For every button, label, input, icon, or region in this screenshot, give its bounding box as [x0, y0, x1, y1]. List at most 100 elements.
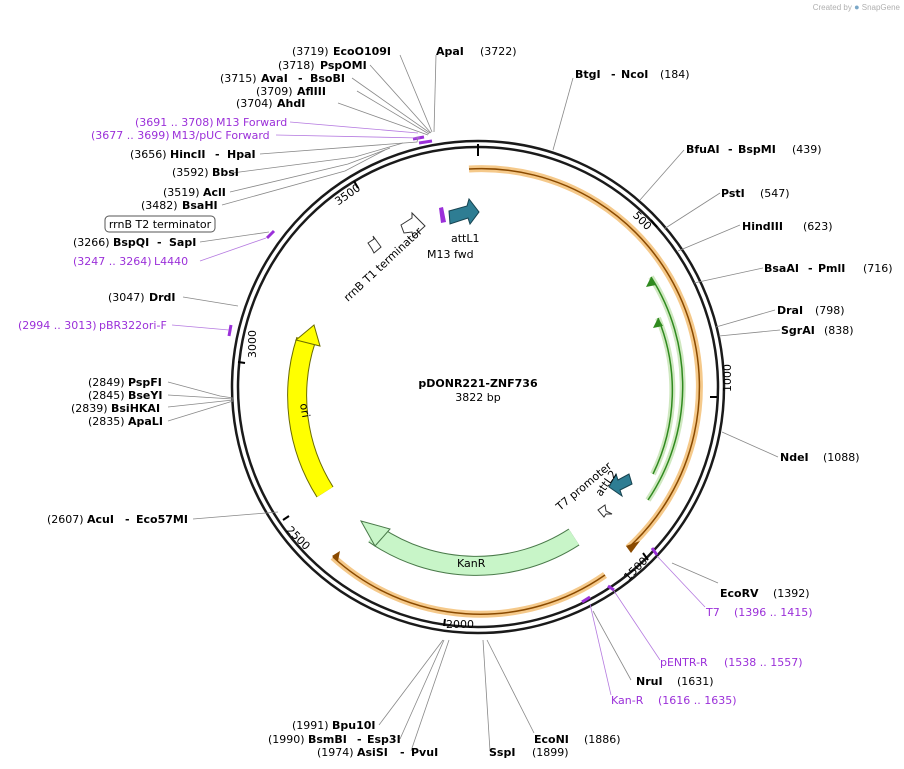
- enzyme-pos-apali: (2835): [88, 415, 125, 428]
- watermark-created-by: Created by: [812, 3, 852, 12]
- t7-promoter-arrow: [597, 504, 613, 518]
- tick-label-2000: 2000: [446, 618, 474, 631]
- enzyme-pos-bsmbi: (1990): [268, 733, 305, 746]
- pentr-r-mark: [607, 584, 615, 592]
- enzyme-bspmi: BspMI: [738, 143, 776, 156]
- enzyme-leader-lines: [167, 54, 781, 752]
- pbr322ori-f-mark: [227, 324, 233, 337]
- enzyme-bspqi: BspQI: [113, 236, 149, 249]
- enzyme-hindiii: HindIII: [742, 220, 783, 233]
- enzyme-pos-drai: (798): [815, 304, 845, 317]
- backbone-outer-ring: [230, 139, 726, 635]
- enzyme-ecoo109i: EcoO109I: [333, 45, 391, 58]
- enzyme-pos-drdi: (3047): [108, 291, 145, 304]
- enzyme-pos-hincii: (3656): [130, 148, 167, 161]
- primer-range-m13-puc-forward: (3677 .. 3699): [91, 129, 170, 142]
- primer-range-pbr322ori-f: (2994 .. 3013): [18, 319, 97, 332]
- enzyme-pos-econi: (1886): [584, 733, 621, 746]
- watermark-brand: SnapGene: [861, 3, 900, 12]
- tick-marks: [237, 180, 717, 627]
- rrnb-t2-arrow: [367, 235, 382, 254]
- enzyme-pos-bsihkai: (2839): [71, 402, 108, 415]
- enzyme-asisi: AsiSI: [357, 746, 388, 759]
- enzyme-hpai: HpaI: [227, 148, 256, 161]
- attl1-arrow: [448, 197, 480, 226]
- enzyme-esp3i: Esp3I: [367, 733, 401, 746]
- enzyme-pos-afliii: (3709): [256, 85, 293, 98]
- rrnb-t2-label: rrnB T2 terminator: [109, 218, 212, 231]
- enzyme-drai: DraI: [777, 304, 803, 317]
- enzyme-pspfi: PspFI: [128, 376, 162, 389]
- primer-m13-forward: M13 Forward: [216, 116, 287, 129]
- enzyme-pos-ecorv: (1392): [773, 587, 810, 600]
- enzyme-pspomi: PspOMI: [320, 59, 367, 72]
- enzyme-pos-bpu10i: (1991): [292, 719, 329, 732]
- enzyme-sep-asisi: -: [400, 746, 405, 759]
- enzyme-apai: ApaI: [436, 45, 464, 58]
- enzyme-bseyi: BseYI: [128, 389, 162, 402]
- enzyme-avai: AvaI: [261, 72, 288, 85]
- enzyme-acli: AclI: [203, 186, 226, 199]
- snapgene-logo-icon: ●: [854, 2, 860, 12]
- enzyme-econi: EcoNI: [534, 733, 569, 746]
- primer-l4440: L4440: [154, 255, 188, 268]
- enzyme-pos-bsahi: (3482): [141, 199, 178, 212]
- enzyme-sep-acui: -: [125, 513, 130, 526]
- rrnb-t1-arrow: [400, 211, 426, 238]
- enzyme-afliii: AflIII: [297, 85, 326, 98]
- enzyme-pos-ecoo109i: (3719): [292, 45, 329, 58]
- enzyme-pos-asisi: (1974): [317, 746, 354, 759]
- ori-arrowhead: [294, 324, 321, 347]
- m13-fwd-primer-mark: [439, 207, 446, 223]
- ori-arrow: [288, 337, 333, 497]
- enzyme-bsmbi: BsmBI: [308, 733, 347, 746]
- orange-arc-right-core: [468, 167, 701, 549]
- enzyme-pos-avai: (3715): [220, 72, 257, 85]
- enzyme-pos-apai: (3722): [480, 45, 517, 58]
- rrnb-t1-label: rrnB T1 terminator: [341, 225, 425, 305]
- ori-label: ori: [297, 402, 312, 418]
- enzyme-bfuai: BfuAI: [686, 143, 720, 156]
- enzyme-acui: AcuI: [87, 513, 114, 526]
- rrnb-t2-label-box: [104, 215, 216, 233]
- enzyme-sep-btgi: -: [611, 68, 616, 81]
- kan-r-mark: [581, 595, 591, 604]
- plasmid-length: 3822 bp: [455, 391, 500, 404]
- enzyme-pos-bbsi: (3592): [172, 166, 209, 179]
- enzyme-pvui: PvuI: [411, 746, 438, 759]
- enzyme-pos-acli: (3519): [163, 186, 200, 199]
- enzyme-sep-bsaai: -: [808, 262, 813, 275]
- orange-arc-bottom-arrow: [332, 551, 340, 561]
- enzyme-psti: PstI: [721, 187, 745, 200]
- enzyme-ecorv: EcoRV: [720, 587, 759, 600]
- enzyme-bsihkai: BsiHKAI: [111, 402, 160, 415]
- attl2-arrow: [608, 472, 633, 498]
- orange-arc-right-arrow: [626, 541, 640, 553]
- primer-range-pentr-r: (1538 .. 1557): [724, 656, 803, 669]
- enzyme-bbsi: BbsI: [212, 166, 239, 179]
- kanr-arrow: [368, 526, 579, 575]
- tick-label-3000: 3000: [246, 330, 259, 358]
- enzyme-ahdi: AhdI: [277, 97, 305, 110]
- kanr-arrowhead: [359, 520, 391, 547]
- kanr-label: KanR: [457, 557, 486, 570]
- enzyme-sapi: SapI: [169, 236, 196, 249]
- enzyme-pos-hindiii: (623): [803, 220, 833, 233]
- primer-range-t7: (1396 .. 1415): [734, 606, 813, 619]
- enzyme-sep-hincii: -: [215, 148, 220, 161]
- l4440-mark: [265, 229, 276, 240]
- enzyme-pos-ndei: (1088): [823, 451, 860, 464]
- m13-fwd-label: M13 fwd: [427, 248, 474, 261]
- enzyme-eco57mi: Eco57MI: [136, 513, 188, 526]
- primer-m13-puc-forward: M13/pUC Forward: [172, 129, 270, 142]
- primer-pentr-r: pENTR-R: [660, 656, 708, 669]
- snapgene-watermark: Created by ● SnapGene: [813, 2, 900, 12]
- enzyme-bsobi: BsoBI: [310, 72, 345, 85]
- plasmid-name: pDONR221-ZNF736: [418, 377, 538, 390]
- green-arc-inner: [652, 317, 674, 475]
- enzyme-pos-acui: (2607): [47, 513, 84, 526]
- enzyme-pos-btgi: (184): [660, 68, 690, 81]
- m13-puc-forward-mark: [418, 139, 433, 145]
- enzyme-sep-bsmbi: -: [357, 733, 362, 746]
